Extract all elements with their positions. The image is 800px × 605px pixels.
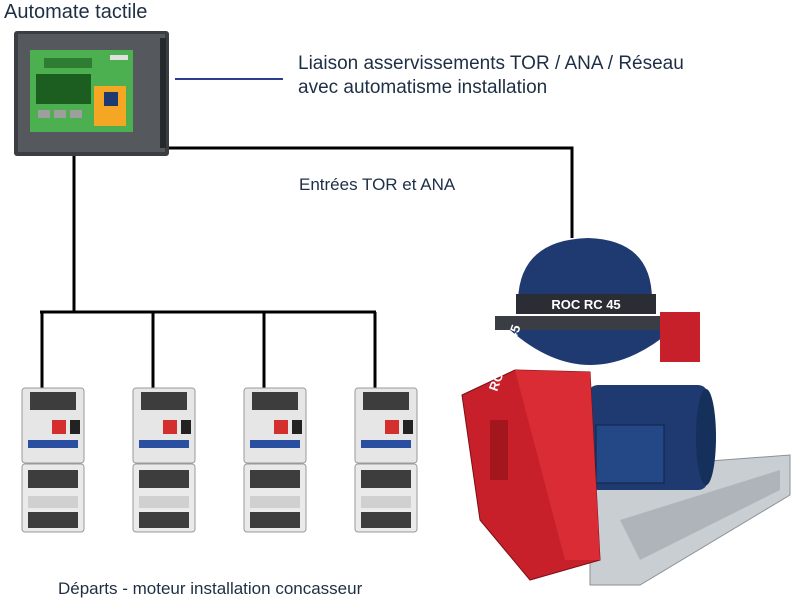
machine-nameplate: ROC RC 45 [551, 297, 620, 312]
wires [40, 146, 574, 392]
touch-panel-hmi [14, 31, 169, 156]
motor-starter-4 [354, 387, 418, 533]
cone-crusher: ROC RC 45 ROC RC 45 [461, 238, 791, 586]
wire-to-crusher [163, 146, 574, 238]
liaison-line-1: Liaison asservissements TOR / ANA / Rése… [298, 53, 684, 74]
diagram-title: Automate tactile [4, 1, 148, 23]
motor-starter-1 [21, 387, 85, 533]
departs-label: Départs - moteur installation concasseur [58, 579, 363, 598]
motor-starter-3 [243, 387, 307, 533]
liaison-line-2: avec automatisme installation [298, 77, 548, 98]
entrees-label: Entrées TOR et ANA [299, 175, 456, 194]
liaison-label: Liaison asservissements TOR / ANA / Rése… [298, 52, 684, 100]
motor-starter-2 [132, 387, 196, 533]
